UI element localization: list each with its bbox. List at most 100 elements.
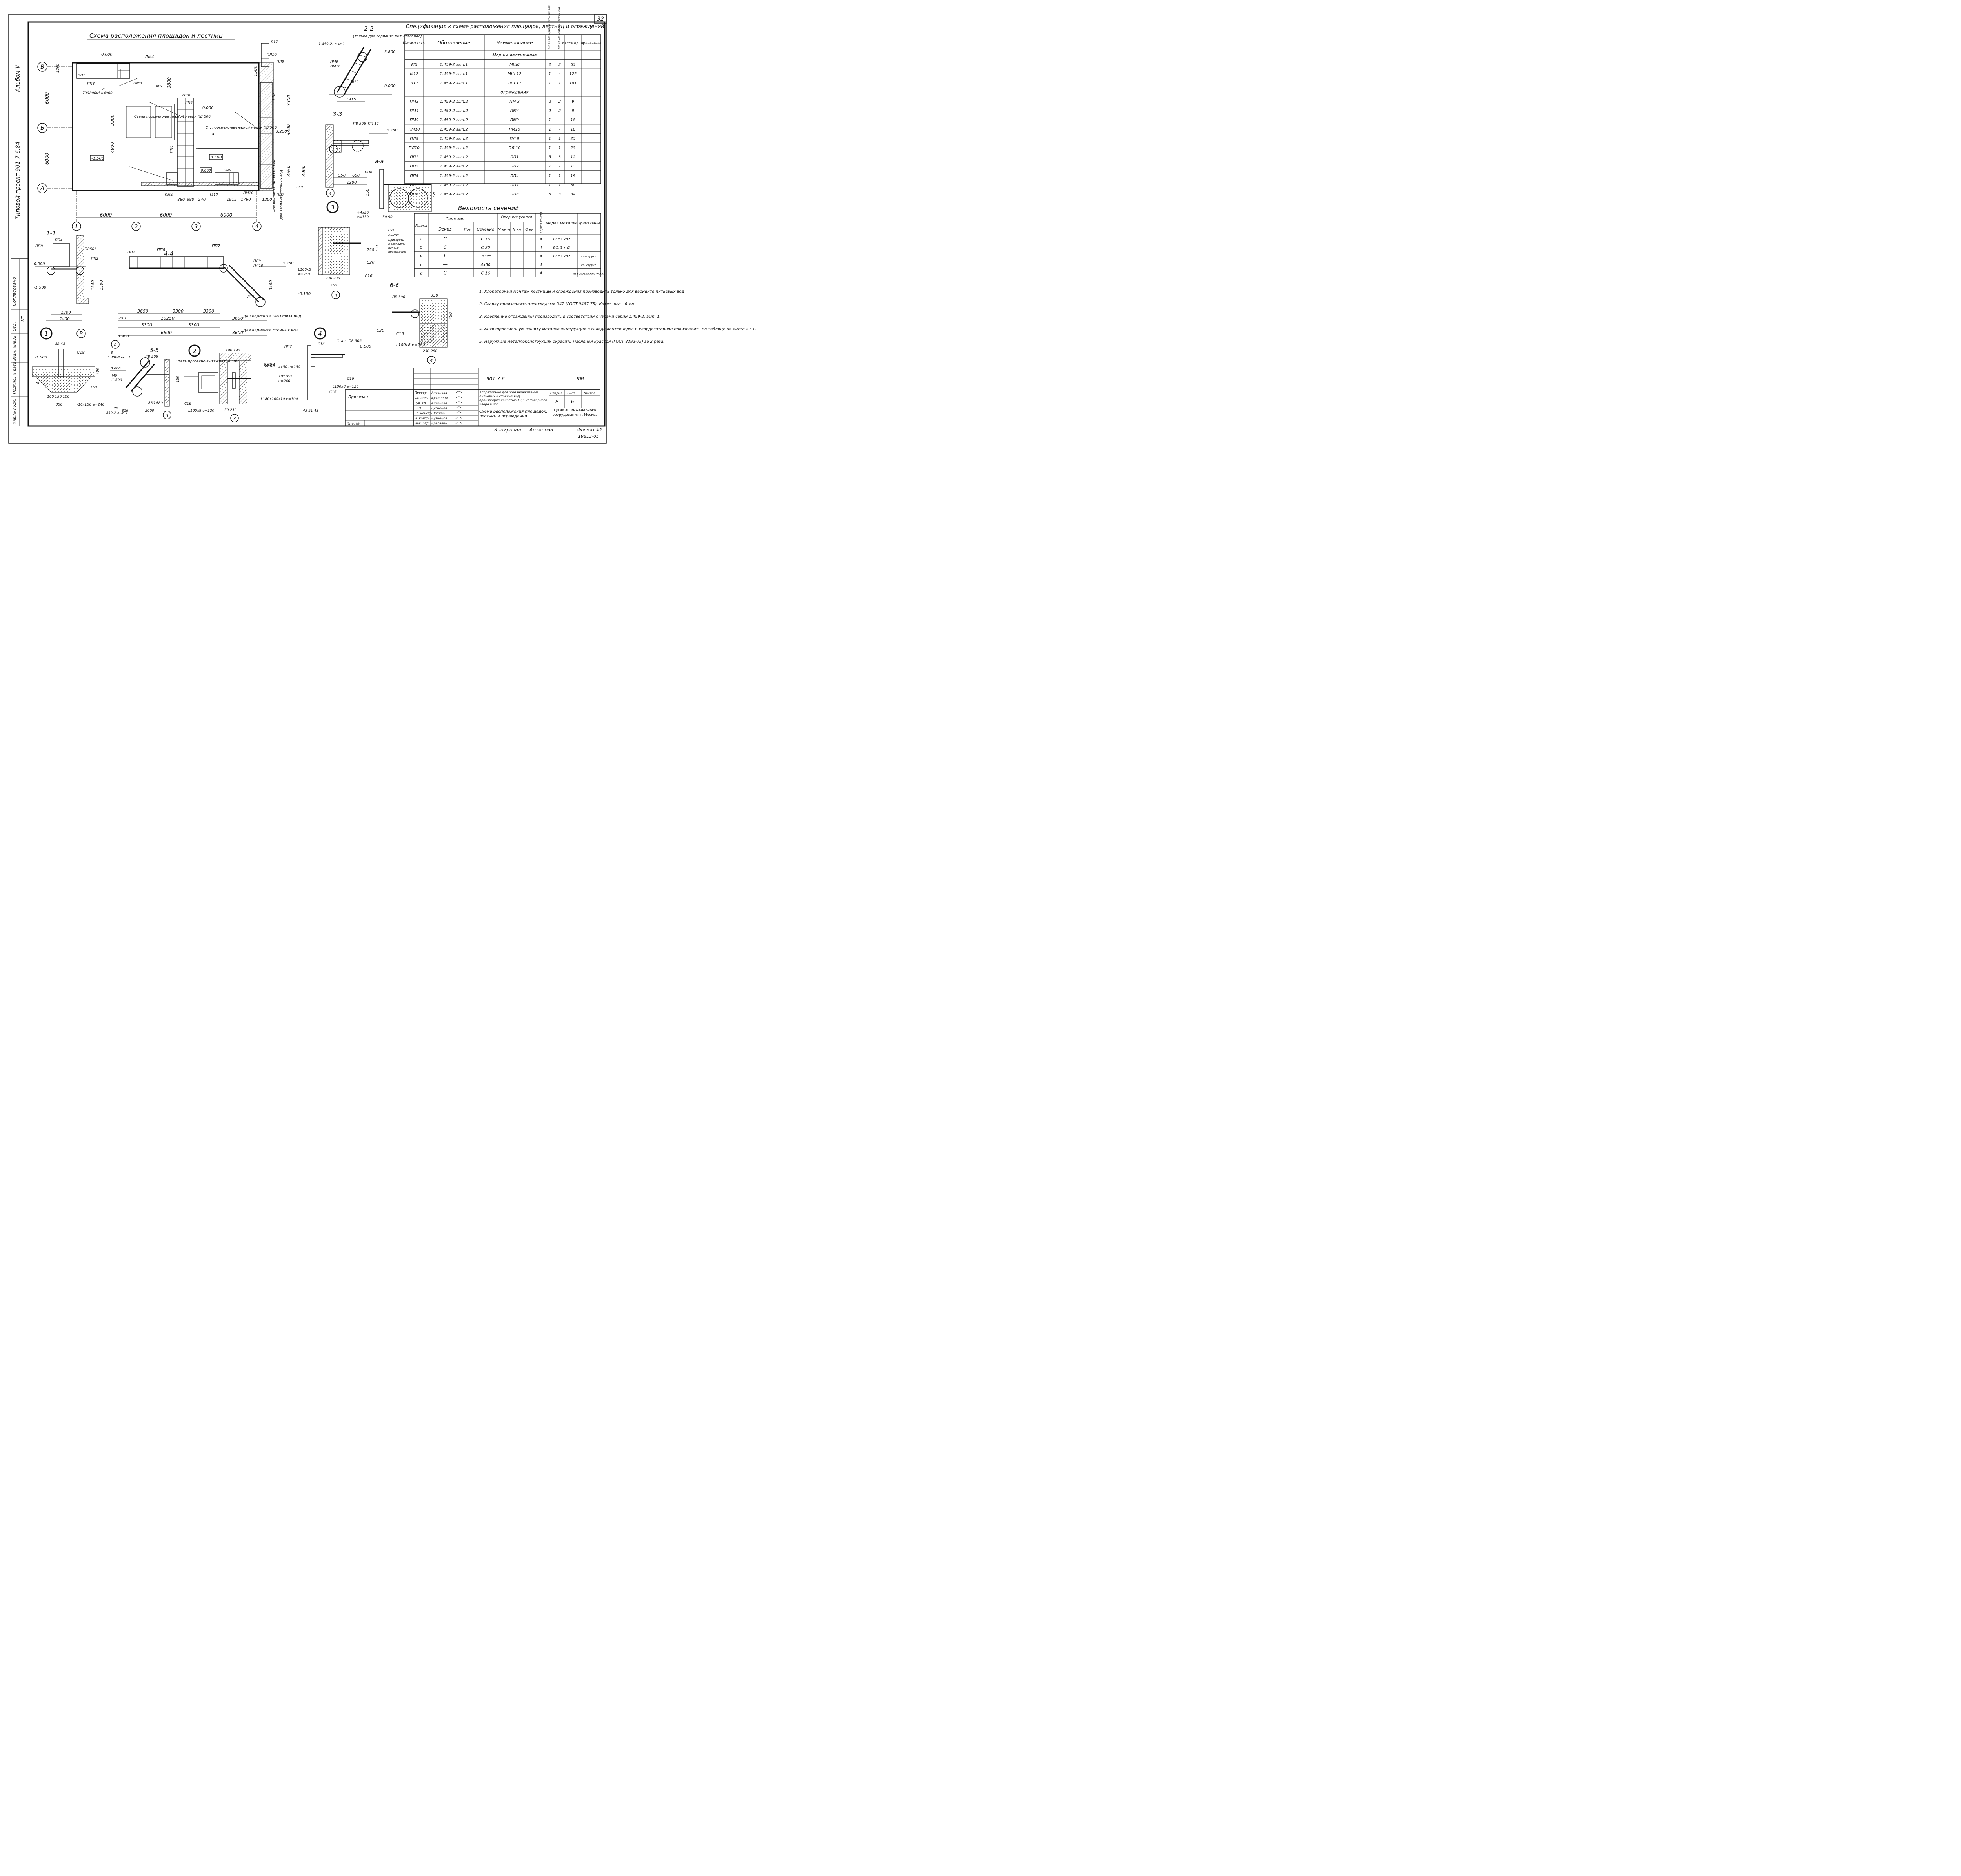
svg-text:e=200: e=200	[388, 233, 399, 237]
svg-text:3: 3	[166, 413, 169, 418]
sec-cell-section: C 20	[481, 246, 490, 250]
note-waste: для варианта сточных вод	[280, 170, 284, 220]
spec-cell: 2	[558, 100, 561, 104]
dim-1500: 1500	[253, 66, 258, 76]
spec-cell: 1.459-2 вып.2	[440, 164, 468, 169]
n4-l100: L100x8 e=120	[333, 385, 359, 389]
svg-text:8: 8	[111, 351, 113, 355]
tb-sheet-h: Лист	[567, 391, 575, 395]
dim-3800: 3800	[167, 77, 172, 88]
s66-label-pv: ПВ 506	[392, 295, 405, 299]
svg-text:459-2 вып.1: 459-2 вып.1	[106, 411, 128, 415]
dim-250: 250	[296, 186, 303, 189]
spec-cell: М12	[410, 72, 418, 76]
spec-cell: 1	[549, 174, 551, 178]
node-3-label: 3	[331, 204, 335, 211]
svg-text:e=250: e=250	[298, 273, 310, 277]
lbl-pm4: ПМ4	[145, 55, 154, 59]
spec-cell: 1.459-2 вып.2	[440, 192, 468, 197]
svg-text:ПП2: ПП2	[127, 251, 135, 255]
spec-cell: 1.459-2 вып.2	[440, 100, 468, 104]
svg-text:50 230: 50 230	[224, 408, 237, 412]
svg-text:400: 400	[96, 368, 100, 375]
svg-text:150: 150	[90, 386, 97, 389]
svg-text:L100x8: L100x8	[298, 268, 311, 272]
svg-text:В: В	[80, 331, 83, 337]
s44-dim-10250: 10250	[161, 316, 175, 321]
s66-title: 6-6	[390, 282, 399, 289]
sec-cell-sketch: L	[444, 253, 447, 258]
dim-880-a: 880	[177, 198, 185, 202]
tb-inv: Инв. №	[347, 422, 360, 426]
side-stamp: Согласовано КГ Отд. Инв.№ подл. Подпись …	[11, 258, 29, 426]
sec-cell-sketch: —	[443, 262, 448, 267]
s11-dim-1400: 1400	[60, 317, 69, 321]
spec-cell: 3	[558, 155, 561, 160]
spec-cell: 1	[549, 164, 551, 169]
svg-text:3: 3	[233, 416, 236, 421]
tb-name-5: Кузнецов	[431, 417, 447, 420]
s22-note: (только для варианта питьевых вод)	[353, 35, 422, 38]
n2-steel: Сталь просечно-вытяжная ПВ506	[176, 360, 238, 364]
svg-text:к закладной: к закладной	[388, 242, 406, 246]
spec-cell: 181	[569, 81, 577, 86]
spec-cell: -	[559, 72, 560, 76]
axis-V: В	[40, 64, 44, 70]
svg-text:Приварить: Приварить	[388, 238, 404, 242]
tb-sheet: 6	[571, 399, 574, 404]
node-3-detail: 190 190 0.000 L180x100x10 e=300 50 230 3	[219, 349, 298, 422]
plan-level-1: 0.000	[101, 53, 113, 57]
spec-cell: ПП4	[410, 174, 418, 178]
lbl-pp7: ПП7	[272, 92, 276, 100]
svg-text:43 51 43: 43 51 43	[303, 409, 318, 413]
spec-h-mass: Масса ед. кг	[561, 42, 584, 45]
s44-dim-250: 250	[118, 316, 126, 320]
spec-h-qty2: Кол-во для варианта сточных вод	[558, 7, 560, 49]
svg-text:ПВ506: ПВ506	[85, 247, 96, 251]
spec-cell: ПП8	[510, 192, 518, 197]
tb-copier: Антипова	[529, 427, 553, 433]
spec-cell: 1.459-2 вып.2	[440, 174, 468, 178]
s44-dim-3300a: 3300	[173, 309, 184, 314]
spec-cell: ПП1	[510, 155, 518, 160]
s44-level-3900: 3.900	[118, 334, 129, 338]
svg-text:e=240: e=240	[278, 379, 291, 383]
spec-cell: ПП2	[410, 164, 418, 169]
tb-object: Хлораторная для обеззараживания питьевых…	[479, 391, 547, 406]
plan-level-6: 0.000	[201, 169, 211, 173]
lbl-pp8b: ПП8	[170, 145, 174, 153]
spec-cell: 3	[558, 192, 561, 197]
s44-dim-3300b: 3300	[203, 309, 214, 314]
spec-cell: 1	[549, 146, 551, 150]
inner-frame	[27, 21, 606, 427]
dim-4900: 4900	[110, 142, 115, 153]
svg-text:ПЛ10: ПЛ10	[253, 264, 263, 268]
sec-cell-metal: ВСт3 кп2	[553, 246, 570, 250]
spec-cell: 2	[549, 100, 551, 104]
plan-view: Схема расположения площадок и лестниц	[37, 32, 306, 231]
svg-text:ПП4: ПП4	[55, 238, 63, 242]
sec-h-forces: Опорные усилия	[501, 215, 532, 219]
svg-text:4: 4	[335, 293, 337, 298]
svg-text:510: 510	[375, 244, 380, 251]
svg-text:C16: C16	[347, 377, 354, 381]
spec-cell: 2	[549, 109, 551, 113]
tb-code: 901-7-6	[486, 376, 505, 382]
sec-cell-mark: в	[420, 253, 422, 258]
s11-level-0: 0.000	[34, 262, 45, 266]
stamp-dept: Отд.	[13, 322, 17, 331]
tb-role-3: ГИП	[415, 406, 421, 410]
tb-role-1: Ст. инж.	[415, 396, 429, 400]
sec-cell-section: L63x5	[480, 254, 492, 258]
sec-cell-note: конструкт.	[581, 264, 597, 267]
lbl-pm9: ПМ9	[224, 169, 232, 173]
spec-cell: 1	[549, 81, 551, 86]
sec-h-q: Q кн	[525, 228, 533, 232]
spec-cell: 1	[558, 183, 561, 187]
spec-cell: 1	[549, 127, 551, 132]
sec-cell-section: C 16	[481, 271, 490, 275]
lbl-pm10: ПМ10	[243, 191, 253, 195]
lbl-a: а	[212, 132, 214, 136]
tb-name-1: Брайнина	[431, 396, 448, 400]
spec-h-mark: Марка поз.	[403, 41, 426, 45]
